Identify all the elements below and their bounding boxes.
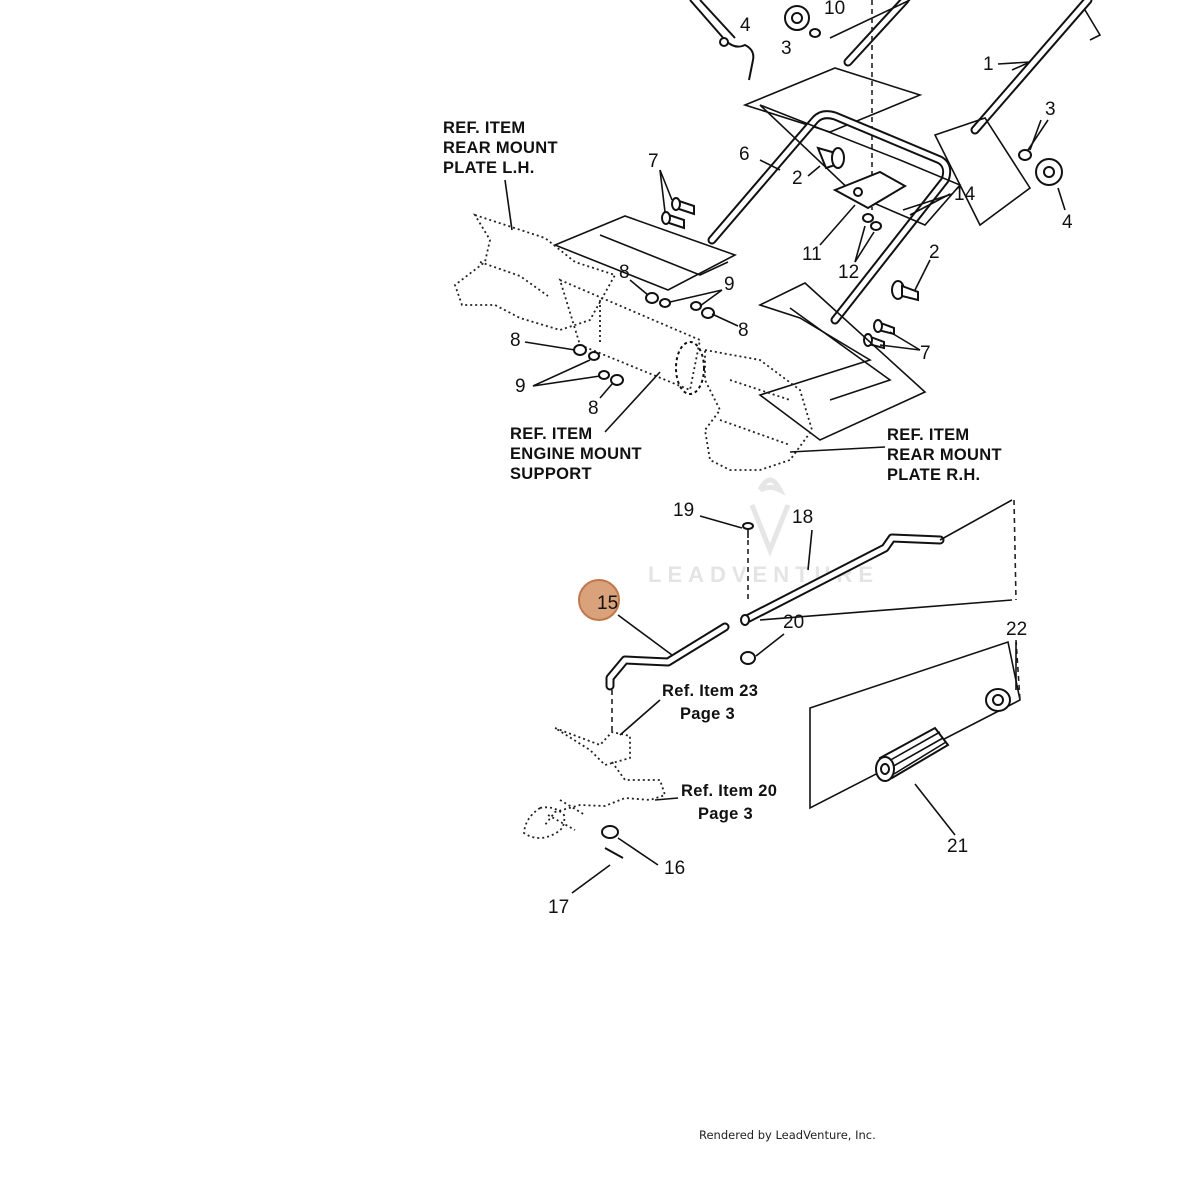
svg-text:Page 3: Page 3 bbox=[680, 705, 735, 723]
ref-rear-mount-rh: REF. ITEM REAR MOUNT PLATE R.H. bbox=[887, 426, 1002, 484]
callout-4-right: 4 bbox=[1062, 212, 1073, 233]
grip-21 bbox=[875, 726, 950, 782]
callout-14: 14 bbox=[954, 184, 976, 205]
lower-assembly bbox=[523, 499, 1021, 894]
ref-item-20: Ref. Item 20 Page 3 bbox=[681, 782, 777, 823]
callout-20: 20 bbox=[783, 612, 804, 633]
svg-text:REF. ITEM: REF. ITEM bbox=[510, 425, 592, 443]
callout-8-c: 8 bbox=[510, 330, 521, 351]
callout-2-upper: 2 bbox=[792, 168, 803, 189]
callout-9-a: 9 bbox=[724, 274, 735, 295]
svg-text:PLATE L.H.: PLATE L.H. bbox=[443, 159, 535, 177]
callout-3-right: 3 bbox=[1045, 99, 1056, 120]
callout-15: 15 bbox=[597, 593, 618, 614]
callout-22: 22 bbox=[1006, 619, 1027, 640]
callout-6: 6 bbox=[739, 144, 750, 165]
upper-assembly bbox=[453, 0, 1102, 471]
ref-item-23: Ref. Item 23 Page 3 bbox=[662, 682, 758, 723]
callout-16: 16 bbox=[664, 858, 685, 879]
svg-text:ENGINE MOUNT: ENGINE MOUNT bbox=[510, 445, 642, 463]
svg-text:REF. ITEM: REF. ITEM bbox=[887, 426, 969, 444]
highlight-marker-15[interactable] bbox=[578, 579, 620, 621]
callout-2-right: 2 bbox=[929, 242, 940, 263]
callout-1: 1 bbox=[983, 54, 994, 75]
ref-engine-mount-support: REF. ITEM ENGINE MOUNT SUPPORT bbox=[510, 425, 642, 483]
svg-text:Ref. Item 20: Ref. Item 20 bbox=[681, 782, 777, 800]
callout-11: 11 bbox=[802, 244, 822, 265]
callout-19: 19 bbox=[673, 500, 694, 521]
svg-text:SUPPORT: SUPPORT bbox=[510, 465, 592, 483]
svg-text:REF. ITEM: REF. ITEM bbox=[443, 119, 525, 137]
callout-4-top: 4 bbox=[740, 15, 751, 36]
callout-3-top: 3 bbox=[781, 38, 792, 59]
svg-text:REAR MOUNT: REAR MOUNT bbox=[443, 139, 558, 157]
callout-8-d: 8 bbox=[588, 398, 599, 419]
callout-8-a: 8 bbox=[619, 262, 630, 283]
callout-17: 17 bbox=[548, 897, 569, 918]
callout-7-left: 7 bbox=[648, 151, 659, 172]
callouts: 4 3 10 1 3 4 6 2 7 14 11 12 2 7 8 9 8 8 … bbox=[510, 0, 1073, 918]
callout-18: 18 bbox=[792, 507, 813, 528]
footer-credit: Rendered by LeadVenture, Inc. bbox=[699, 1128, 876, 1142]
svg-text:Page 3: Page 3 bbox=[698, 805, 753, 823]
svg-text:Ref. Item 23: Ref. Item 23 bbox=[662, 682, 758, 700]
callout-7-right: 7 bbox=[920, 343, 931, 364]
callout-9-b: 9 bbox=[515, 376, 526, 397]
callout-21: 21 bbox=[947, 836, 968, 857]
ref-rear-mount-lh: REF. ITEM REAR MOUNT PLATE L.H. bbox=[443, 119, 558, 177]
svg-text:PLATE R.H.: PLATE R.H. bbox=[887, 466, 980, 484]
callout-8-b: 8 bbox=[738, 320, 749, 341]
callout-12: 12 bbox=[838, 262, 859, 283]
svg-text:REAR MOUNT: REAR MOUNT bbox=[887, 446, 1002, 464]
callout-10: 10 bbox=[824, 0, 845, 19]
